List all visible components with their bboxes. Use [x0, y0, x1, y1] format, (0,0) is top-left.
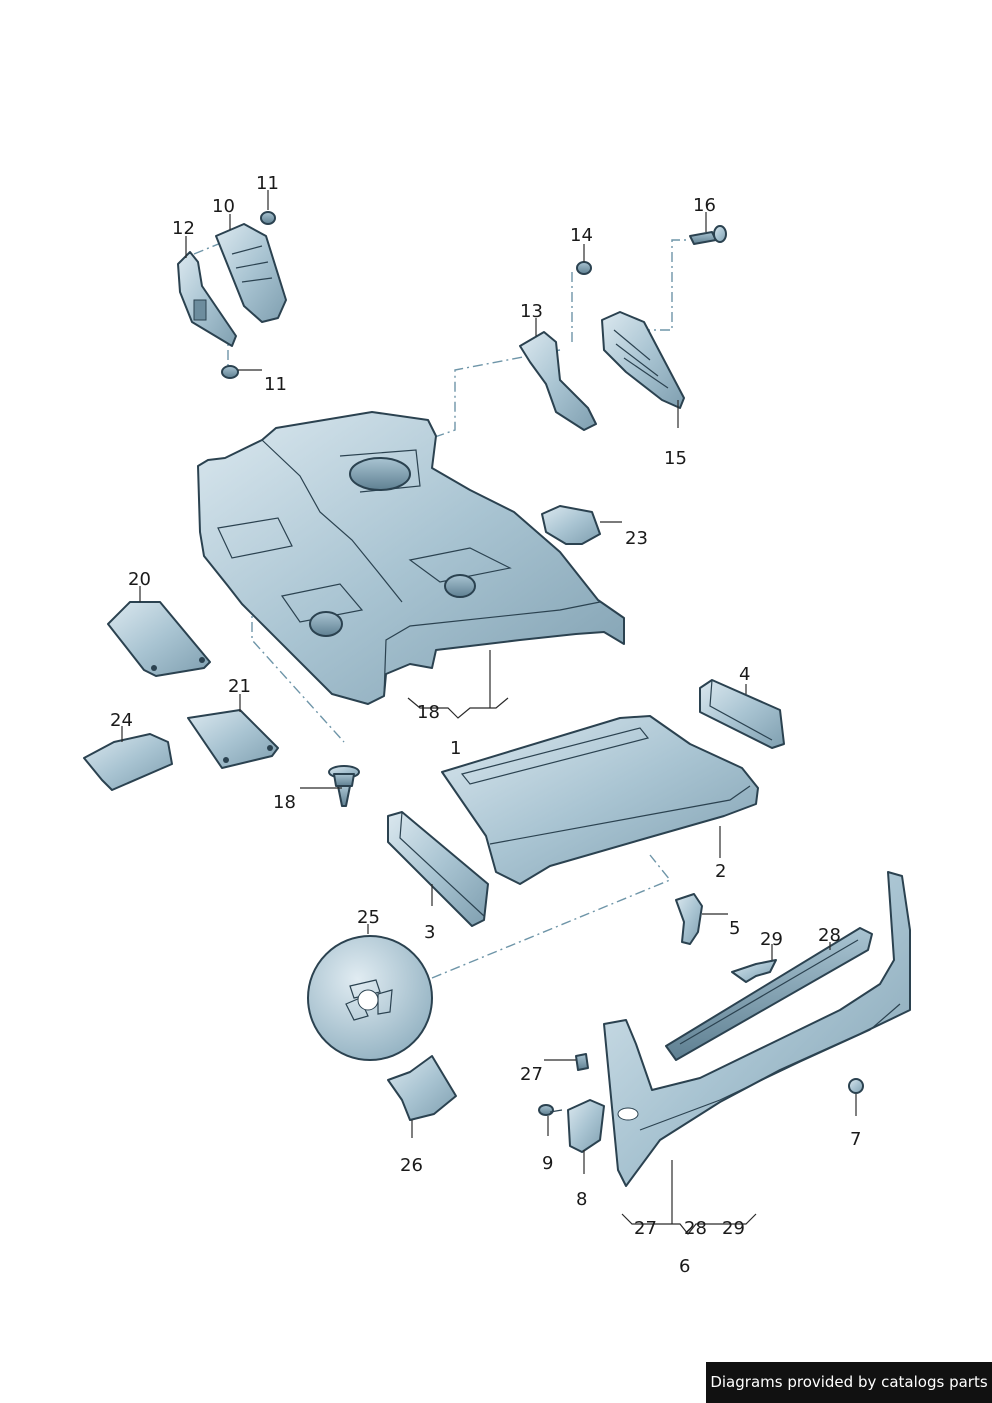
- callout-18-clip: 18: [273, 792, 296, 813]
- callout-2: 2: [715, 861, 726, 882]
- cap-part: [567, 1099, 605, 1153]
- callout-4: 4: [739, 664, 750, 685]
- sill-strip-part: [665, 927, 873, 1061]
- callout-26: 26: [400, 1155, 423, 1176]
- cargo-floor-part: [441, 715, 759, 885]
- pad-left-part: [107, 601, 211, 677]
- callout-7: 7: [850, 1129, 861, 1150]
- wheel-spacer-part: [387, 1055, 457, 1121]
- callout-16: 16: [693, 195, 716, 216]
- callout-11-top: 11: [256, 173, 279, 194]
- callout-27: 27: [520, 1064, 543, 1085]
- pad-right-part: [187, 709, 279, 769]
- heel-pad-part: [215, 223, 287, 323]
- callout-8: 8: [576, 1189, 587, 1210]
- callout-15: 15: [664, 448, 687, 469]
- callout-6: 6: [679, 1256, 690, 1277]
- callout-28: 28: [818, 925, 841, 946]
- side-trim-right-part: [699, 679, 785, 749]
- foam-block-part: [83, 733, 173, 791]
- callout-23: 23: [625, 528, 648, 549]
- retainer-clip-part: [731, 959, 777, 983]
- bolt-part: [538, 1104, 563, 1116]
- callout-18-group: 18: [417, 702, 440, 723]
- callout-29-group: 29: [722, 1218, 745, 1239]
- callout-27-group: 27: [634, 1218, 657, 1239]
- nut-part: [221, 211, 592, 379]
- callout-labels: 11 10 12 11 14 16 13 15 23 20 21 24 18 1…: [110, 173, 861, 1277]
- spare-wheel-cover-part: [307, 935, 433, 1061]
- callout-28-group: 28: [684, 1218, 707, 1239]
- insulation-pad-part: [541, 505, 601, 545]
- callout-20: 20: [128, 569, 151, 590]
- callout-13: 13: [520, 301, 543, 322]
- callout-1: 1: [450, 738, 461, 759]
- callout-3: 3: [424, 922, 435, 943]
- callout-11-bottom: 11: [264, 374, 287, 395]
- callout-9: 9: [542, 1153, 553, 1174]
- side-trim-left-part: [387, 811, 489, 927]
- callout-12: 12: [172, 218, 195, 239]
- credit-banner: Diagrams provided by catalogs parts: [706, 1362, 992, 1403]
- callout-24: 24: [110, 710, 133, 731]
- clip-part: [328, 765, 360, 807]
- callout-25: 25: [357, 907, 380, 928]
- floor-carpet-part: [197, 411, 625, 705]
- callout-14: 14: [570, 225, 593, 246]
- small-clip-part: [575, 1053, 589, 1071]
- rear-panel-trim-part: [603, 871, 911, 1187]
- screw-part: [689, 225, 727, 245]
- callout-21: 21: [228, 676, 251, 697]
- leader-lines: [121, 190, 857, 1235]
- nut-7-part: [848, 1078, 864, 1094]
- tunnel-bracket-part: [519, 331, 597, 431]
- callout-10: 10: [212, 196, 235, 217]
- hook-part: [675, 893, 703, 945]
- side-bracket-part: [177, 251, 237, 347]
- callout-29: 29: [760, 929, 783, 950]
- callout-5: 5: [729, 918, 740, 939]
- footrest-part: [601, 311, 685, 409]
